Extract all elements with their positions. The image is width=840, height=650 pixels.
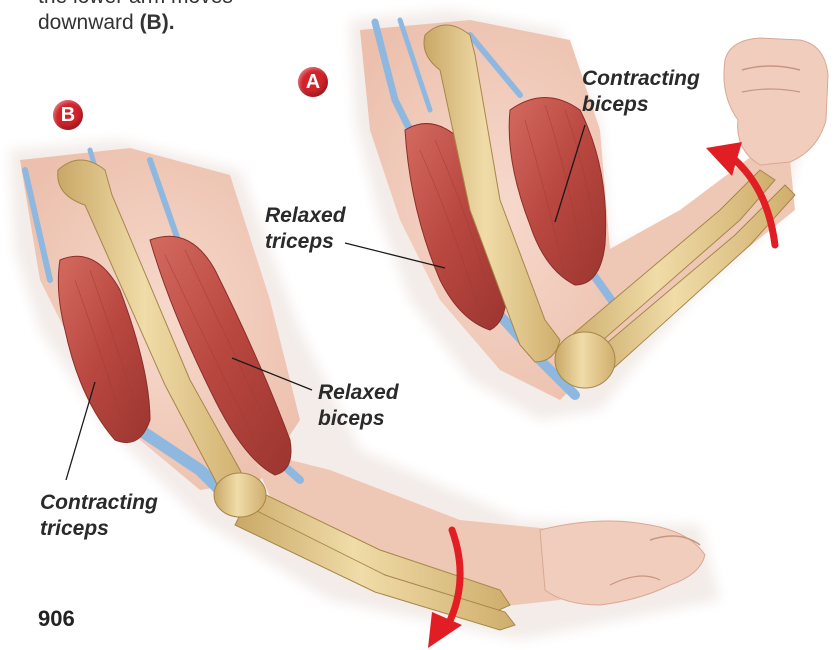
label-a-relaxed-triceps: Relaxed triceps [265,203,346,255]
label-line: biceps [582,92,700,118]
label-line: biceps [318,406,399,432]
label-line: Relaxed [318,380,399,406]
label-line: triceps [40,516,158,542]
label-line: Contracting [582,66,700,92]
label-b-relaxed-biceps: Relaxed biceps [318,380,399,432]
label-a-contracting-biceps: Contracting biceps [582,66,700,118]
label-b-contracting-triceps: Contracting triceps [40,490,158,542]
leader-b-contracting-triceps [66,382,95,480]
label-line: Contracting [40,490,158,516]
page-number: 906 [38,606,75,632]
badge-b: B [53,100,83,130]
label-line: Relaxed [265,203,346,229]
label-line: triceps [265,229,346,255]
badge-a: A [298,67,328,97]
